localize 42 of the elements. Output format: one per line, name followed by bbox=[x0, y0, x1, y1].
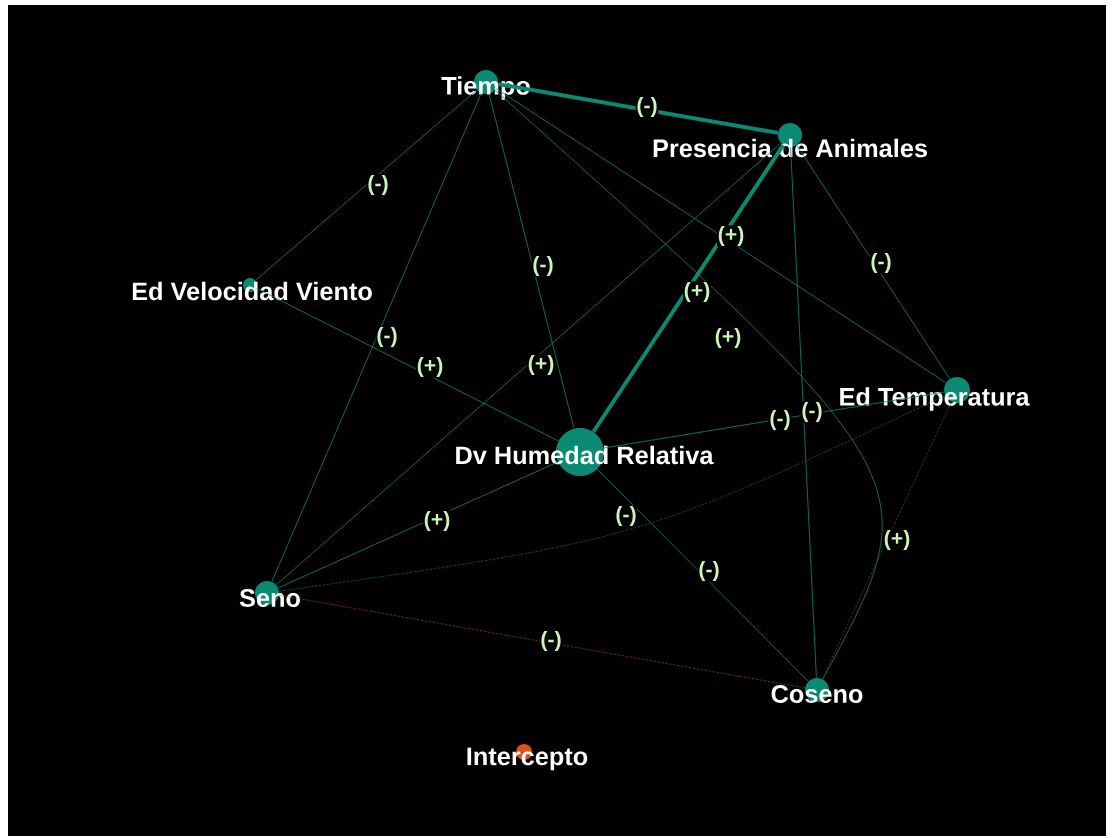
edge-label: (-) bbox=[375, 326, 399, 348]
connector-line bbox=[488, 93, 575, 429]
graph-node: Seno bbox=[239, 581, 300, 607]
edge-label: (+) bbox=[683, 281, 711, 303]
edge-label: (-) bbox=[531, 255, 555, 277]
node-label: Ed Temperatura bbox=[840, 387, 1030, 411]
connector-line bbox=[278, 395, 946, 592]
graph-node: Intercepto bbox=[467, 744, 588, 771]
connector-line bbox=[275, 142, 782, 586]
connector-line bbox=[796, 144, 951, 380]
edge-label: (-) bbox=[366, 174, 390, 196]
edge-label: (-) bbox=[697, 560, 721, 582]
edge-label: (+) bbox=[423, 510, 451, 532]
edge-label: (+) bbox=[416, 356, 444, 378]
connector-line bbox=[277, 461, 559, 589]
connector-line bbox=[497, 82, 779, 135]
graph-node: Coseno bbox=[771, 678, 863, 703]
connector-line bbox=[255, 89, 478, 281]
edge-label: (-) bbox=[800, 401, 824, 423]
connector-line bbox=[790, 146, 817, 679]
connector-line bbox=[494, 89, 883, 680]
edge-label: (-) bbox=[614, 505, 638, 527]
edge-label: (+) bbox=[717, 225, 745, 247]
connector-line bbox=[256, 287, 559, 442]
edge-label: (-) bbox=[869, 252, 893, 274]
graph-node: Ed Velocidad Viento bbox=[132, 278, 372, 301]
graph-node: Ed Temperatura bbox=[840, 377, 1030, 411]
edge-label: (-) bbox=[768, 409, 792, 431]
connector-line bbox=[271, 92, 482, 583]
connector-line bbox=[278, 594, 806, 689]
node-label: Dv Humedad Relativa bbox=[456, 445, 714, 465]
connector-line bbox=[596, 468, 809, 682]
graph-node: Dv Humedad Relativa bbox=[456, 428, 714, 476]
connector-line bbox=[495, 88, 947, 384]
edge-label: (+) bbox=[883, 529, 911, 551]
connector-line bbox=[603, 391, 945, 449]
edge-label: (+) bbox=[714, 327, 742, 349]
edge-label: (-) bbox=[635, 96, 659, 118]
connector-line bbox=[821, 401, 952, 680]
connector-line bbox=[591, 144, 785, 433]
edge-label: (-) bbox=[539, 630, 563, 652]
edge-label: (+) bbox=[527, 354, 555, 376]
